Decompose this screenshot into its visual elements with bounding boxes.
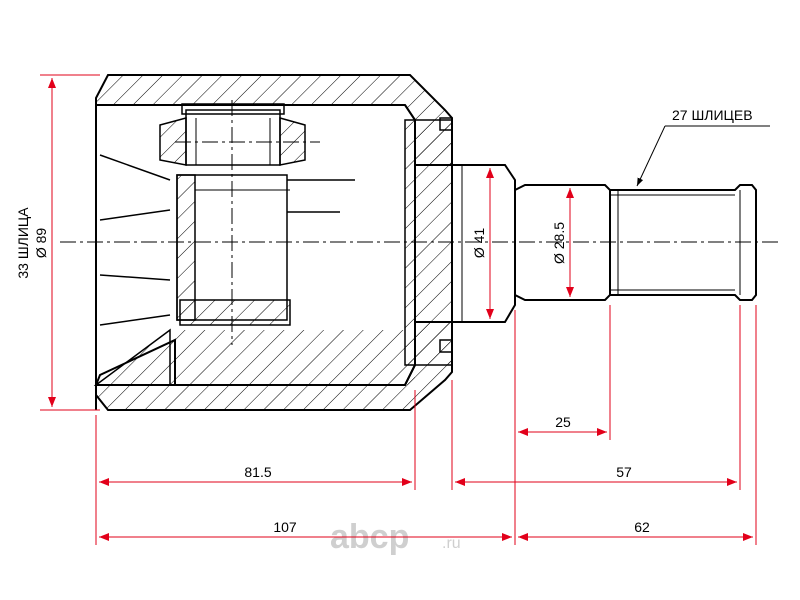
- housing: [93, 74, 453, 411]
- shaft-spline-label: 27 ШЛИЦЕВ: [672, 107, 753, 123]
- housing-diameter-group: Ø 89: [33, 228, 49, 259]
- housing-length-label: 81.5: [244, 464, 271, 480]
- spline-length-label: 25: [555, 414, 571, 430]
- centerlines: [60, 100, 780, 345]
- tripod-assembly: [159, 103, 355, 326]
- shaft-diameter-label: Ø 28.5: [551, 222, 567, 264]
- shaft: [451, 164, 757, 323]
- total-right-label: 62: [634, 519, 650, 535]
- total-left-label: 107: [273, 519, 297, 535]
- shaft-length-label: 57: [616, 464, 632, 480]
- shaft-diameter-group: Ø 28.5: [551, 222, 567, 264]
- housing-spline-label-group: 33 ШЛИЦА: [15, 207, 31, 279]
- flange-diameter-group: Ø 41: [471, 228, 487, 259]
- spline-leader: [636, 125, 770, 187]
- extension-lines: [40, 74, 757, 545]
- watermark-domain: .ru: [442, 535, 461, 552]
- flange-diameter-label: Ø 41: [471, 228, 487, 259]
- dimension-lines: [48, 78, 753, 541]
- housing-diameter-label: Ø 89: [33, 228, 49, 259]
- housing-spline-label: 33 ШЛИЦА: [15, 207, 31, 279]
